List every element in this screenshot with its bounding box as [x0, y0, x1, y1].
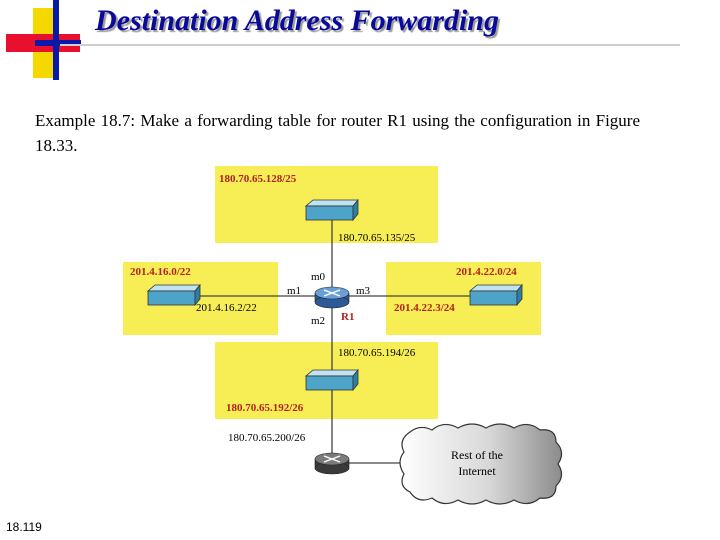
- internet-cloud: [399, 423, 563, 505]
- slide-number: 18.119: [6, 520, 42, 534]
- router-icon-r1: [314, 286, 350, 309]
- router-name-label: R1: [341, 311, 354, 323]
- lan-label-right: 201.4.22.0/24: [456, 266, 517, 278]
- lan-label-left: 201.4.16.0/22: [130, 266, 191, 278]
- interface-label-lower-router: 180.70.65.200/26: [228, 432, 306, 444]
- port-label-m2: m2: [311, 315, 325, 327]
- example-text: Example 18.7: Make a forwarding table fo…: [35, 111, 640, 155]
- cloud-label-line2: Internet: [458, 464, 496, 478]
- lan-label-bottom: 180.70.65.192/26: [226, 402, 304, 414]
- interface-label-left: 201.4.16.2/22: [196, 302, 257, 314]
- title-underline: [60, 44, 680, 46]
- port-label-m1: m1: [287, 285, 301, 297]
- switch-icon-bottom: [304, 368, 359, 392]
- switch-icon-top: [304, 198, 359, 222]
- decor-blue-line-horizontal: [35, 40, 81, 46]
- router-icon-lower: [314, 452, 350, 475]
- switch-icon-left: [146, 283, 201, 307]
- port-label-m3: m3: [356, 285, 371, 297]
- interface-label-right: 201.4.22.3/24: [394, 302, 455, 314]
- lan-label-top: 180.70.65.128/25: [219, 173, 297, 185]
- switch-icon-right: [468, 283, 523, 307]
- slide-title: Destination Address Forwarding: [95, 4, 499, 37]
- cloud-label-line1: Rest of the: [451, 448, 503, 462]
- interface-label-bottom: 180.70.65.194/26: [338, 347, 416, 359]
- interface-label-top: 180.70.65.135/25: [338, 232, 416, 244]
- port-label-m0: m0: [311, 271, 326, 283]
